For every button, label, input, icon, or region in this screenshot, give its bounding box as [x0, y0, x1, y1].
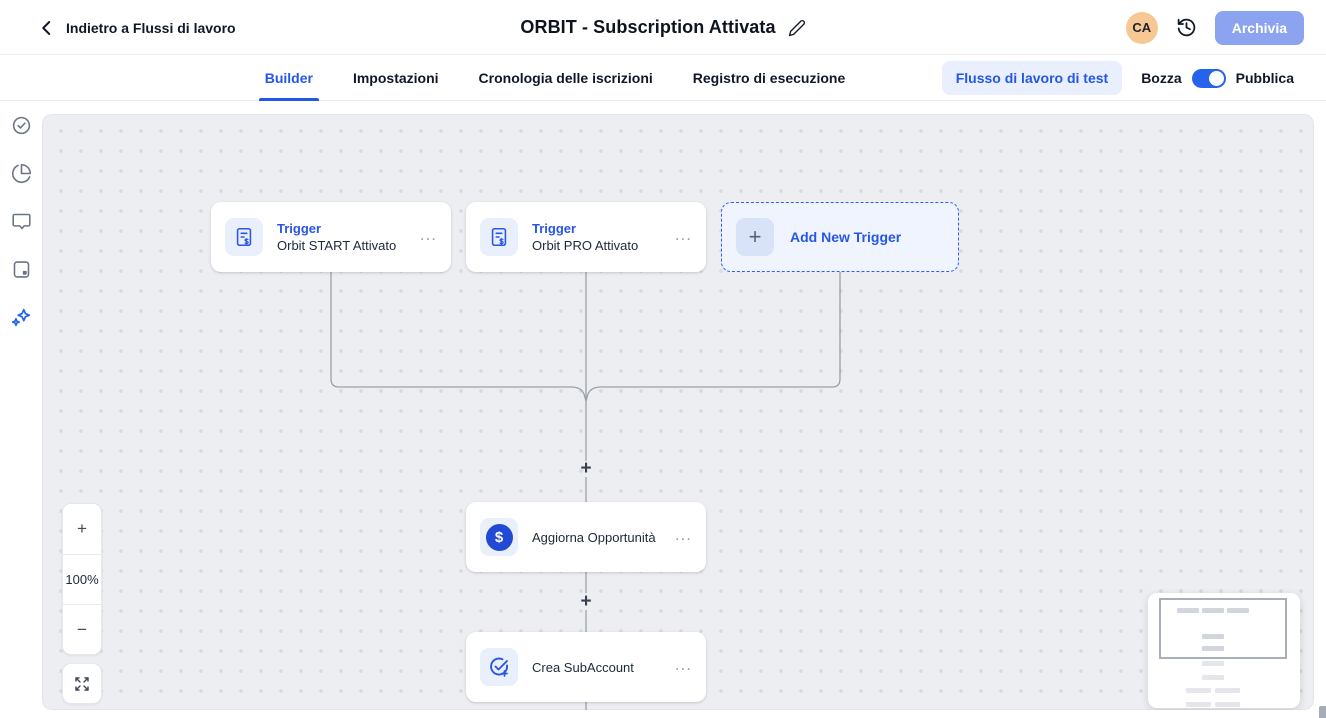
plus-icon: +	[580, 457, 592, 479]
minimap[interactable]	[1148, 593, 1300, 708]
trigger-name: Orbit PRO Attivato	[532, 238, 639, 253]
minimap-node	[1227, 608, 1249, 613]
plus-box: +	[736, 218, 774, 256]
publish-toggle[interactable]	[1191, 68, 1226, 88]
workflow-canvas[interactable]: Trigger Orbit START Attivato ... Trigger…	[42, 114, 1314, 710]
tab-impostazioni[interactable]: Impostazioni	[352, 70, 439, 86]
app-header: Indietro a Flussi di lavoro ORBIT - Subs…	[0, 0, 1326, 55]
minimap-node	[1186, 688, 1211, 693]
action-name: Crea SubAccount	[532, 659, 634, 675]
toggle-knob	[1208, 70, 1224, 86]
trigger-type-label: Trigger	[277, 221, 322, 236]
invoice-dollar-icon	[491, 227, 507, 247]
check-circle-icon	[12, 116, 30, 134]
pencil-icon	[788, 19, 805, 36]
insert-step-button-2[interactable]: +	[577, 590, 595, 612]
action-node-aggiorna-opportunita[interactable]: $ Aggiorna Opportunità ...	[466, 502, 706, 572]
dollar-circle-icon: $	[485, 523, 513, 551]
tabbar-right-group: Flusso di lavoro di test Bozza Pubblica	[941, 55, 1294, 101]
node-menu-button[interactable]: ...	[674, 654, 692, 674]
test-workflow-button[interactable]: Flusso di lavoro di test	[941, 61, 1123, 95]
node-menu-button[interactable]: ...	[674, 524, 692, 544]
action-texts: Crea SubAccount	[532, 660, 661, 675]
plus-icon: +	[748, 224, 762, 249]
minimap-node	[1215, 688, 1240, 693]
plus-icon: +	[580, 590, 592, 612]
minimap-node	[1202, 634, 1224, 639]
invoice-dollar-icon	[236, 227, 252, 247]
publish-label: Pubblica	[1235, 70, 1294, 86]
publish-toggle-group: Bozza Pubblica	[1141, 68, 1294, 88]
zoom-out-button[interactable]: −	[63, 604, 101, 654]
rail-item-tasks[interactable]	[0, 101, 42, 149]
header-right: CA Archivia	[1125, 0, 1304, 55]
tab-registro-esecuzione[interactable]: Registro di esecuzione	[692, 70, 846, 86]
archive-button[interactable]: Archivia	[1214, 10, 1304, 45]
history-button[interactable]	[1176, 17, 1197, 38]
tab-builder[interactable]: Builder	[258, 55, 320, 101]
dollar-glyph: $	[494, 528, 504, 546]
minimap-node	[1215, 702, 1240, 707]
back-label: Indietro a Flussi di lavoro	[66, 19, 236, 36]
trigger-node-orbit-pro[interactable]: Trigger Orbit PRO Attivato ...	[466, 202, 706, 272]
sparkles-icon	[11, 308, 31, 327]
tabs: Builder Impostazioni Cronologia delle is…	[0, 55, 1218, 101]
trigger-iconbox	[225, 218, 263, 256]
zoom-in-button[interactable]: +	[63, 504, 101, 554]
page-title: ORBIT - Subscription Attivata	[520, 17, 776, 37]
rail-item-comments[interactable]	[0, 197, 42, 245]
add-new-trigger-button[interactable]: + Add New Trigger	[721, 202, 959, 272]
minimap-node	[1186, 702, 1211, 707]
trigger-texts: Trigger Orbit START Attivato	[277, 221, 406, 253]
trigger-type-label: Trigger	[532, 221, 577, 236]
rail-item-stats[interactable]	[0, 149, 42, 197]
minimap-viewport[interactable]	[1159, 598, 1287, 659]
rail-item-notes[interactable]	[0, 245, 42, 293]
left-icon-rail	[0, 101, 42, 718]
action-iconbox	[480, 648, 518, 686]
fit-to-screen-button[interactable]	[62, 663, 102, 704]
scrollbar-fragment	[1319, 706, 1326, 718]
chat-bubble-icon	[11, 213, 31, 229]
action-texts: Aggiorna Opportunità	[532, 530, 661, 545]
minimap-node	[1202, 661, 1224, 666]
expand-icon	[75, 676, 89, 691]
history-icon	[1177, 18, 1195, 37]
tab-bar: Builder Impostazioni Cronologia delle is…	[0, 55, 1326, 101]
edit-title-button[interactable]	[788, 19, 806, 37]
action-name: Aggiorna Opportunità	[532, 529, 656, 545]
trigger-texts: Trigger Orbit PRO Attivato	[532, 221, 661, 253]
check-circle-plus-icon	[490, 657, 508, 677]
trigger-iconbox	[480, 218, 518, 256]
zoom-level: 100%	[63, 554, 101, 604]
zoom-panel: + 100% −	[62, 503, 102, 655]
rail-item-ai[interactable]	[0, 293, 42, 341]
action-iconbox: $	[480, 518, 518, 556]
action-node-crea-subaccount[interactable]: Crea SubAccount ...	[466, 632, 706, 702]
draft-label: Bozza	[1141, 70, 1182, 86]
pie-chart-icon	[11, 163, 31, 183]
minimap-node	[1202, 675, 1224, 680]
chevron-left-icon	[42, 20, 51, 35]
tab-cronologia-iscrizioni[interactable]: Cronologia delle iscrizioni	[478, 70, 653, 86]
trigger-name: Orbit START Attivato	[277, 238, 397, 253]
minimap-node	[1177, 608, 1199, 613]
minimap-node	[1202, 646, 1224, 651]
add-trigger-label: Add New Trigger	[790, 229, 902, 245]
insert-step-button-1[interactable]: +	[577, 457, 595, 479]
trigger-node-orbit-start[interactable]: Trigger Orbit START Attivato ...	[211, 202, 451, 272]
avatar[interactable]: CA	[1125, 11, 1158, 44]
notebook-icon	[13, 260, 29, 278]
minimap-node	[1202, 608, 1224, 613]
back-button[interactable]: Indietro a Flussi di lavoro	[38, 0, 236, 55]
node-menu-button[interactable]: ...	[419, 224, 437, 244]
node-menu-button[interactable]: ...	[674, 224, 692, 244]
